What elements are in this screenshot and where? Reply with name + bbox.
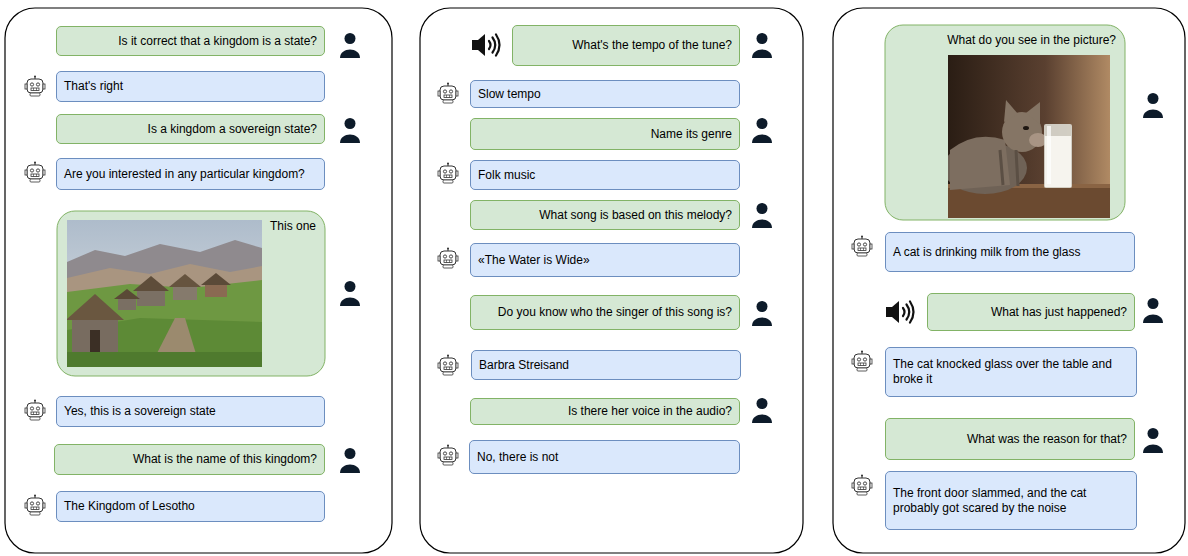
user-icon <box>752 118 772 143</box>
message-text: Is a kingdom a sovereign state? <box>64 122 317 137</box>
cat-photo <box>948 55 1110 218</box>
landscape-photo <box>67 220 262 367</box>
user-icon <box>752 203 772 228</box>
message-text: What is the name of this kingdom? <box>62 452 317 467</box>
bot-reply-bubble: Yes, this is a sovereign state <box>56 396 325 427</box>
bot-icon <box>438 355 458 376</box>
bot-icon <box>438 163 458 184</box>
user-message-bubble: Is there her voice in the audio? <box>470 398 740 425</box>
message-text: The front door slammed, and the cat prob… <box>893 486 1129 516</box>
message-text: Folk music <box>478 168 732 183</box>
message-text: Barbra Streisand <box>479 358 733 373</box>
bot-reply-bubble: Folk music <box>470 160 740 190</box>
chat-panel <box>5 8 392 553</box>
chat-panel <box>833 8 1185 553</box>
user-icon <box>752 301 772 326</box>
user-message-bubble: What is the name of this kingdom? <box>54 444 325 475</box>
message-text: What was the reason for that? <box>893 432 1127 447</box>
message-text: What's the tempo of the tune? <box>520 38 732 53</box>
image-bubble-shape <box>57 211 325 376</box>
bot-icon <box>438 83 458 104</box>
bot-icon <box>852 475 872 496</box>
message-text: This one <box>65 219 316 234</box>
bot-icon <box>25 162 45 183</box>
message-text: Is there her voice in the audio? <box>478 404 732 419</box>
image-message-bubble: What do you see in the picture? <box>885 25 1125 220</box>
bot-icon <box>25 76 45 97</box>
user-icon <box>1143 298 1163 323</box>
user-icon <box>1143 93 1163 118</box>
message-text: Do you know who the singer of this song … <box>478 305 732 320</box>
user-icon <box>340 448 360 473</box>
bot-icon <box>852 236 872 257</box>
user-message-bubble: What has just happened? <box>927 293 1135 331</box>
bot-icon <box>438 248 458 269</box>
message-text: What has just happened? <box>935 305 1127 320</box>
user-message-bubble: Name its genre <box>470 118 740 150</box>
bot-reply-bubble: The front door slammed, and the cat prob… <box>885 471 1137 530</box>
user-message-bubble: Do you know who the singer of this song … <box>470 295 740 330</box>
bot-reply-bubble: The Kingdom of Lesotho <box>56 491 325 522</box>
bot-reply-bubble: That's right <box>56 71 325 102</box>
chat-panel <box>420 8 803 553</box>
user-message-bubble: Is a kingdom a sovereign state? <box>56 114 325 144</box>
bot-reply-bubble: No, there is not <box>469 440 740 474</box>
bot-icon <box>852 351 872 372</box>
user-icon <box>752 398 772 423</box>
image-bubble-shape <box>885 25 1125 220</box>
message-text: No, there is not <box>477 450 732 465</box>
user-message-bubble: What song is based on this melody? <box>470 200 740 230</box>
message-text: «The Water is Wide» <box>478 253 732 268</box>
user-message-bubble: What was the reason for that? <box>885 418 1135 460</box>
bot-reply-bubble: Barbra Streisand <box>471 350 741 380</box>
bot-reply-bubble: The cat knocked glass over the table and… <box>885 347 1137 397</box>
message-text: A cat is drinking milk from the glass <box>893 245 1127 260</box>
user-icon <box>752 33 772 58</box>
bot-reply-bubble: Slow tempo <box>470 80 740 108</box>
message-text: The Kingdom of Lesotho <box>64 499 317 514</box>
message-text: Are you interested in any particular kin… <box>64 167 317 182</box>
bot-icon <box>25 495 45 516</box>
user-icon <box>340 33 360 58</box>
message-text: Yes, this is a sovereign state <box>64 404 317 419</box>
message-text: Slow tempo <box>478 87 732 102</box>
user-icon <box>340 118 360 143</box>
bot-reply-bubble: A cat is drinking milk from the glass <box>885 232 1135 272</box>
bot-icon <box>438 445 458 466</box>
image-message-bubble: This one <box>57 211 325 376</box>
user-message-bubble: Is it correct that a kingdom is a state? <box>56 26 325 56</box>
user-message-bubble: What's the tempo of the tune? <box>512 25 740 66</box>
message-text: Name its genre <box>478 127 732 142</box>
user-icon <box>1143 428 1163 453</box>
message-text: Is it correct that a kingdom is a state? <box>64 34 317 49</box>
bot-reply-bubble: Are you interested in any particular kin… <box>56 158 325 190</box>
bot-icon <box>25 400 45 421</box>
message-text: The cat knocked glass over the table and… <box>893 357 1129 387</box>
audio-icon <box>886 301 914 323</box>
message-text: What do you see in the picture? <box>893 33 1116 48</box>
user-icon <box>340 281 360 306</box>
audio-icon <box>472 34 500 56</box>
message-text: That's right <box>64 79 317 94</box>
message-text: What song is based on this melody? <box>478 208 732 223</box>
bot-reply-bubble: «The Water is Wide» <box>470 243 740 277</box>
